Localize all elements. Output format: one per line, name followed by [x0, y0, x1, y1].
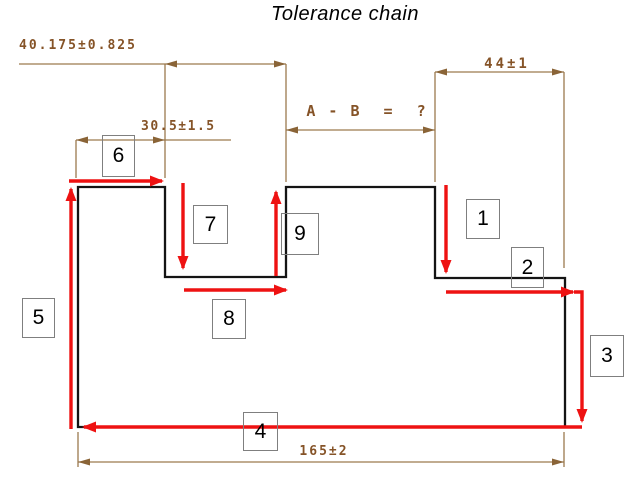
chain-step-box-3: 3 [590, 335, 624, 377]
dimension-lines [19, 60, 565, 467]
chain-step-number: 2 [521, 255, 534, 279]
arrowhead [552, 458, 564, 466]
chain-step-number: 9 [294, 222, 306, 245]
chain-arrow-3 [574, 290, 588, 423]
arrowhead [76, 136, 88, 144]
chain-step-box-4: 4 [243, 412, 278, 451]
chain-step-box-8: 8 [212, 299, 246, 339]
chain-step-box-7: 7 [193, 205, 228, 244]
chain-step-number: 8 [223, 307, 235, 330]
chain-step-box-1: 1 [466, 199, 500, 239]
chain-step-number: 6 [112, 144, 125, 167]
chain-step-number: 1 [477, 207, 489, 230]
chain-step-number: 4 [254, 419, 267, 443]
chain-step-box-2: 2 [511, 247, 544, 288]
dim-label-44: 44±1 [484, 56, 530, 72]
diagram-title: Tolerance chain [271, 3, 419, 25]
chain-step-number: 5 [32, 306, 45, 329]
arrowhead [552, 68, 564, 76]
arrowhead [435, 68, 447, 76]
arrowhead [274, 60, 286, 68]
arrowhead [423, 126, 435, 134]
chain-step-number: 7 [204, 212, 217, 236]
chain-step-box-9: 9 [281, 213, 319, 255]
arrowhead [165, 60, 177, 68]
arrowhead [153, 136, 165, 144]
chain-step-box-6: 6 [102, 135, 135, 177]
dim-label-305: 30.5±1.5 [141, 119, 216, 134]
arrowhead [78, 458, 90, 466]
dim-label-a-minus-b: A - B = ? [306, 102, 428, 120]
chain-step-box-5: 5 [22, 298, 55, 338]
tolerance-chain-arrows [65, 175, 588, 433]
dim-label-40175: 40.175±0.825 [19, 38, 137, 53]
chain-step-number: 3 [601, 344, 613, 367]
dim-label-165: 165±2 [299, 444, 349, 459]
arrowhead [286, 126, 298, 134]
